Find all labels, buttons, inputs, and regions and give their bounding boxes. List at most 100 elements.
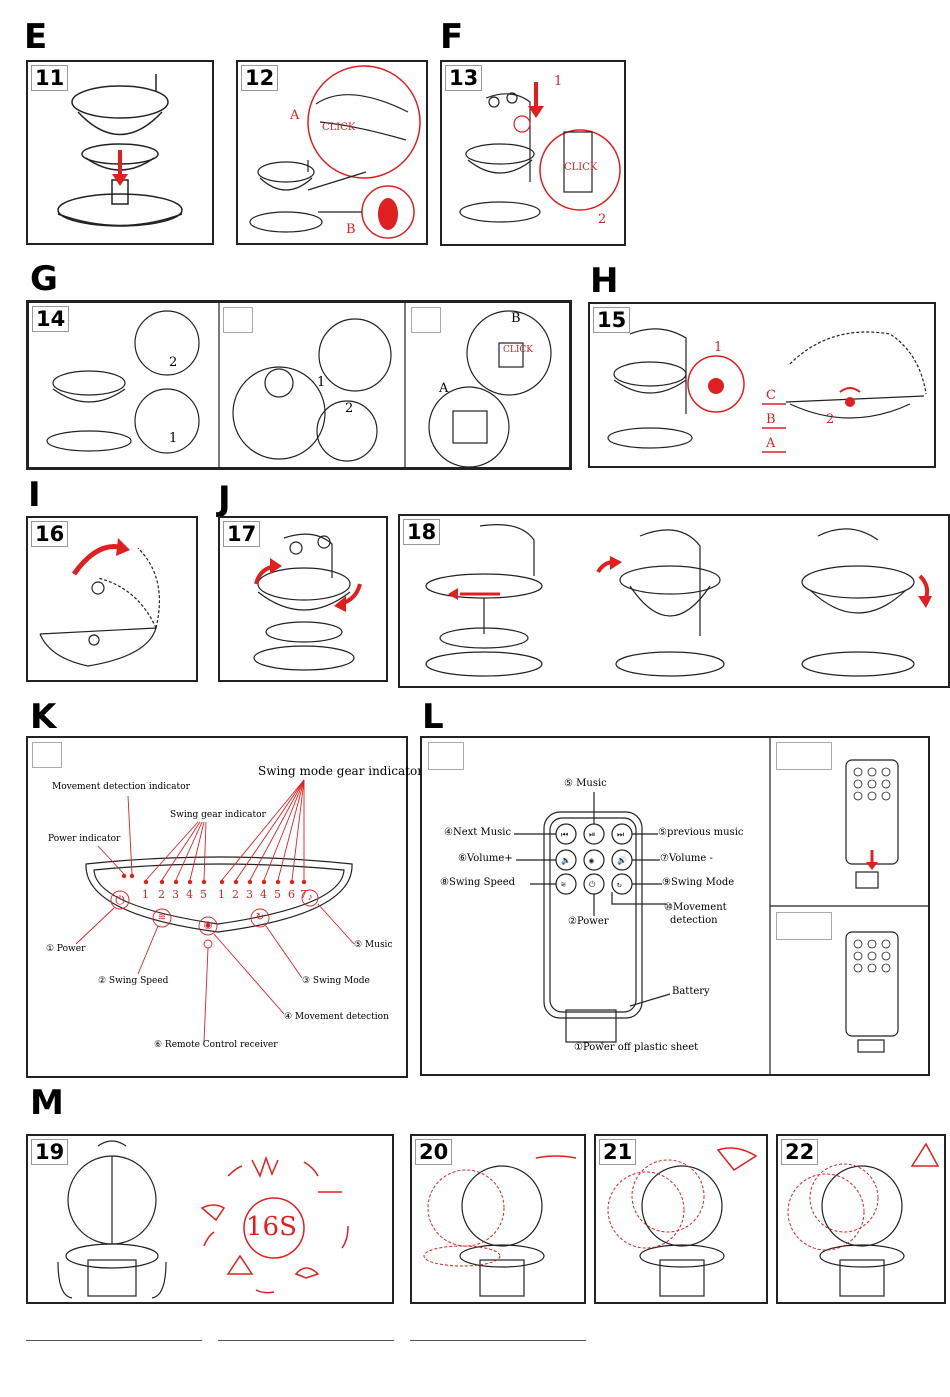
svg-text:≋: ≋ xyxy=(561,880,566,889)
step-number: 12 xyxy=(241,65,279,91)
step-21-panel: 21 xyxy=(594,1134,768,1304)
section-i-heading: I xyxy=(28,475,41,515)
gear-number: 1 xyxy=(218,888,225,901)
remote-swing-speed-label: ⑧Swing Speed xyxy=(440,877,516,888)
swing-mode-icon: ↻ xyxy=(255,912,265,923)
step-16-panel: 16 xyxy=(26,516,198,682)
gear-number: 5 xyxy=(274,888,281,901)
svg-text:🔉: 🔉 xyxy=(561,856,571,865)
remote-drawing: ⏮ ⏯ ⏭ 🔉 ◉ 🔊 ≋ ⏻ ↻ xyxy=(514,738,928,1074)
step-17-panel: 17 xyxy=(218,516,388,682)
remote-movement-detection-label: ⑩Movement xyxy=(664,902,727,913)
click-callout: CLICK xyxy=(564,162,598,173)
music-icon: ♪ xyxy=(307,892,313,903)
remote-movement-detection-label-2: detection xyxy=(670,915,718,926)
click-callout: CLICK xyxy=(322,122,356,133)
remote-control-diagram: ⏮ ⏯ ⏭ 🔉 ◉ 🔊 ≋ ⏻ ↻ ⑤ Music ④Next Music ⑤p… xyxy=(420,736,930,1076)
remote-power-label: ②Power xyxy=(568,916,609,927)
step-number: 14 xyxy=(32,306,70,332)
callout-1: 1 xyxy=(317,375,326,390)
movement-detection-button-label: ④ Movement detection xyxy=(284,1012,389,1022)
svg-text:⏯: ⏯ xyxy=(589,830,595,839)
gear-number: 3 xyxy=(172,888,179,901)
arch-rotate-illustration xyxy=(39,538,161,667)
step-22-panel: 22 xyxy=(776,1134,946,1304)
cutoff-border xyxy=(26,1340,202,1341)
seat-click-illustration xyxy=(249,65,421,239)
callout-2: 2 xyxy=(598,212,607,227)
seat-rotate-illustration xyxy=(253,533,362,671)
callout-b: B xyxy=(511,311,521,326)
remote-volume-minus-label: ⑦Volume - xyxy=(660,853,713,864)
section-m-heading: M xyxy=(30,1083,64,1123)
swing-mode-cycle-illustration xyxy=(57,1140,349,1299)
blank-number-box xyxy=(223,307,253,333)
remote-power-off-sheet-label: ①Power off plastic sheet xyxy=(574,1042,699,1053)
power-icon: ⏻ xyxy=(115,893,125,907)
callout-2: 2 xyxy=(169,355,178,370)
gear-number: 3 xyxy=(246,888,253,901)
gear-number: 2 xyxy=(158,888,165,901)
section-l-heading: L xyxy=(422,697,444,737)
movement-detection-icon: ◉ xyxy=(203,920,213,931)
gear-number: 1 xyxy=(142,888,149,901)
step-number: 15 xyxy=(593,307,631,333)
callout-2: 2 xyxy=(826,412,835,427)
svg-text:🔊: 🔊 xyxy=(617,855,627,865)
blank-number-box xyxy=(411,307,441,333)
seat-lowering-illustration xyxy=(57,74,183,227)
callout-b: B xyxy=(346,222,356,237)
cutoff-border xyxy=(410,1340,586,1341)
callout-2: 2 xyxy=(345,401,354,416)
step-number: 16 xyxy=(31,521,69,547)
control-panel-diagram: Swing mode gear indicator Movement detec… xyxy=(26,736,423,1078)
gear-number: 6 xyxy=(288,888,295,901)
swing-gear-indicator-label: Swing gear indicator xyxy=(170,810,266,820)
gear-number: 2 xyxy=(232,888,239,901)
callout-a: A xyxy=(766,436,776,451)
seat-orientation-illustration xyxy=(425,524,932,677)
step-14-panel: 14 2 1 1 2 B A CLICK xyxy=(26,300,572,470)
section-g-heading: G xyxy=(30,259,58,299)
section-f-heading: F xyxy=(440,17,464,57)
timer-label: 16S xyxy=(246,1212,297,1242)
height-adjust-illustration xyxy=(607,328,927,453)
callout-a: A xyxy=(439,381,449,396)
blank-number-box xyxy=(428,742,464,770)
control-panel-drawing xyxy=(75,779,355,1043)
swing-speed-icon: ≋ xyxy=(157,912,167,923)
swing-speed-button-label: ② Swing Speed xyxy=(98,976,169,986)
remote-receiver-label: ⑥ Remote Control receiver xyxy=(154,1040,278,1050)
callout-1: 1 xyxy=(554,74,563,89)
cutoff-border xyxy=(218,1340,394,1341)
gear-number: 5 xyxy=(200,888,207,901)
remote-previous-music-label: ⑤previous music xyxy=(658,827,744,838)
swing-mode-2-illustration xyxy=(607,1147,758,1297)
callout-c: C xyxy=(766,388,776,403)
swing-mode-3-illustration xyxy=(787,1142,940,1297)
step-15-panel: 15 1 C B A 2 xyxy=(588,302,936,468)
step-18-panel: 18 xyxy=(398,514,950,688)
step-11-panel: 11 xyxy=(26,60,214,245)
mobile-attach-illustration xyxy=(459,82,621,223)
step-number: 17 xyxy=(223,521,261,547)
callout-1: 1 xyxy=(169,431,178,446)
step-number: 13 xyxy=(445,65,483,91)
step-number: 19 xyxy=(31,1139,69,1165)
step-19-panel: 19 16S xyxy=(26,1134,394,1304)
step-number: 20 xyxy=(415,1139,453,1165)
gear-number: 4 xyxy=(260,888,267,901)
step-number: 21 xyxy=(599,1139,637,1165)
section-h-heading: H xyxy=(590,261,619,301)
click-callout: CLICK xyxy=(503,345,534,355)
svg-text:⏭: ⏭ xyxy=(617,830,624,839)
power-button-label: ① Power xyxy=(46,944,86,954)
power-indicator-label: Power indicator xyxy=(48,834,121,844)
swing-mode-button-label: ③ Swing Mode xyxy=(302,976,370,986)
gear-number: 7 xyxy=(300,888,307,901)
movement-detection-indicator-label: Movement detection indicator xyxy=(52,782,190,792)
music-button-label: ⑤ Music xyxy=(354,940,393,950)
step-number: 11 xyxy=(31,65,69,91)
blank-number-box xyxy=(32,742,62,768)
remote-music-label: ⑤ Music xyxy=(564,778,607,789)
